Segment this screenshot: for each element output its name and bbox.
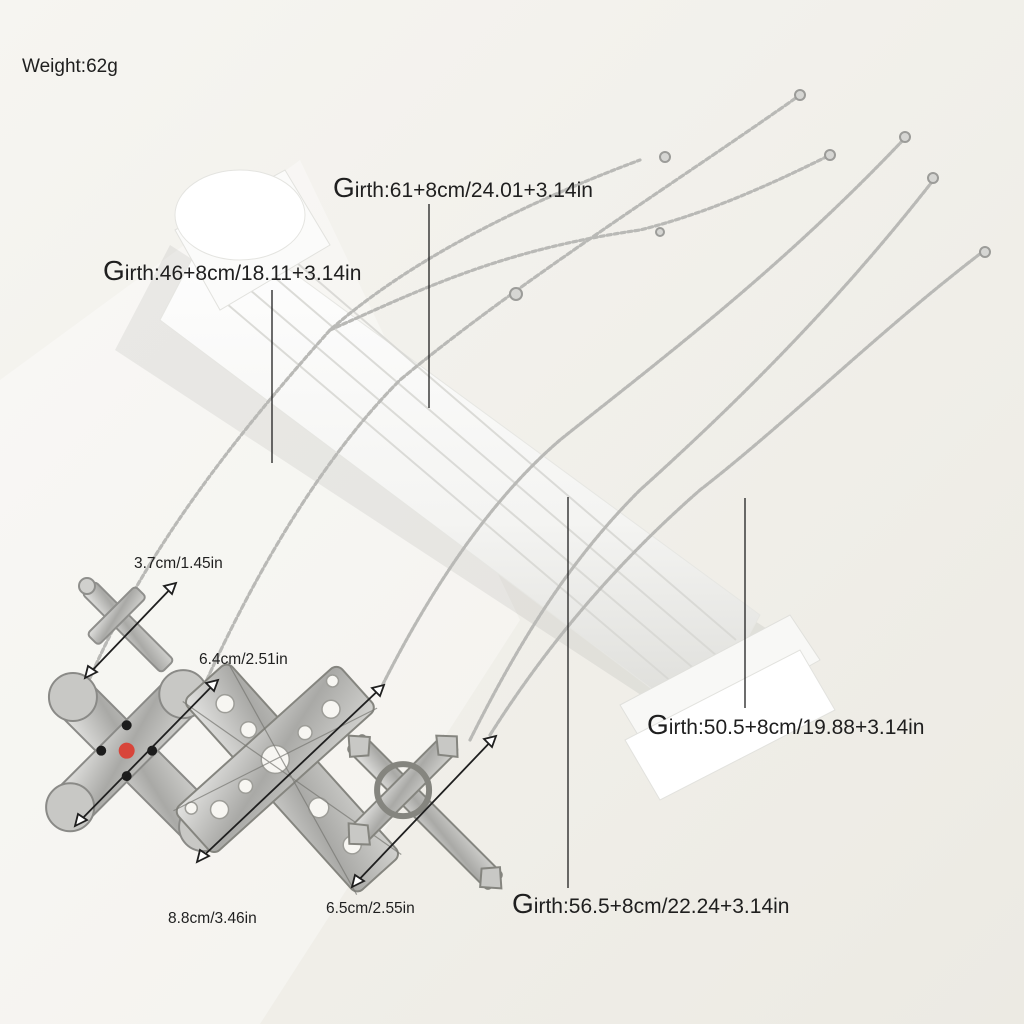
girth-label-56-5cm: Girth:56.5+8cm/22.24+3.14in	[512, 888, 790, 919]
girth-leader-lines	[271, 204, 746, 888]
girth-label-46cm: Girth:46+8cm/18.11+3.14in	[103, 255, 362, 286]
pearl-cross-pendant	[173, 661, 402, 895]
arrow-small-cross	[84, 582, 177, 679]
chains	[88, 93, 987, 742]
chain-2	[198, 93, 802, 697]
chain-6	[328, 153, 832, 332]
girth-label-50-5cm: Girth:50.5+8cm/19.88+3.14in	[647, 709, 925, 740]
size-label-6-5cm: 6.5cm/2.55in	[326, 900, 415, 917]
clasps	[509, 89, 991, 301]
measure-arrows	[73, 581, 498, 889]
girth-label-61cm: Girth:61+8cm/24.01+3.14in	[333, 172, 593, 203]
arrow-fleur-cross	[351, 735, 497, 888]
fleur-cross-pendant	[347, 734, 503, 890]
arrow-pearl-cross	[196, 684, 385, 863]
size-label-6-4cm: 6.4cm/2.51in	[199, 651, 288, 668]
chain-3	[378, 136, 907, 692]
chain-5	[488, 248, 987, 737]
weight-label: Weight:62g	[22, 56, 118, 77]
small-cross-pendant	[77, 576, 174, 673]
chain-4	[468, 176, 937, 742]
size-label-3-7cm: 3.7cm/1.45in	[134, 555, 223, 572]
display-pillar	[115, 169, 836, 801]
size-label-8-8cm: 8.8cm/3.46in	[168, 910, 257, 927]
arrow-red-stone-cross	[74, 679, 219, 827]
